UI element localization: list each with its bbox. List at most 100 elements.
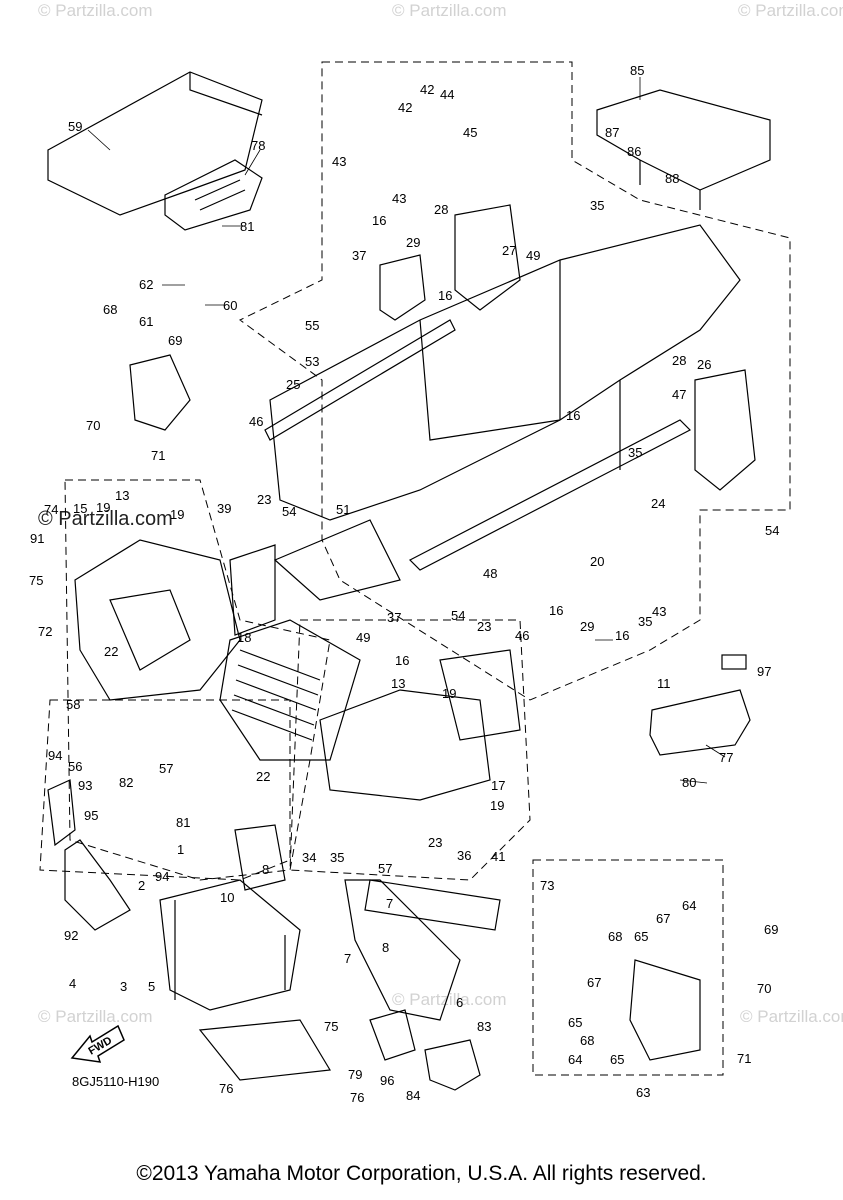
- leader-lines: [87, 77, 726, 784]
- part-21-exchanger: [219, 619, 361, 761]
- part-label: 96: [380, 1073, 394, 1088]
- part-label: 68: [103, 302, 117, 317]
- part-label: 22: [256, 769, 270, 784]
- part-label: 73: [540, 878, 554, 893]
- part-label: 81: [240, 219, 254, 234]
- part-38-plate: [439, 649, 521, 741]
- part-label: 35: [638, 614, 652, 629]
- part-75-skid: [198, 1019, 331, 1081]
- part-label: 6: [456, 995, 463, 1010]
- part-label: 13: [115, 488, 129, 503]
- part-label: 76: [350, 1090, 364, 1105]
- copyright-footer: ©2013 Yamaha Motor Corporation, U.S.A. A…: [136, 1162, 707, 1185]
- part-label: 75: [324, 1019, 338, 1034]
- part-label: 24: [651, 496, 665, 511]
- part-59-panel: [47, 71, 263, 216]
- part-label: 17: [491, 778, 505, 793]
- part-label: 45: [463, 125, 477, 140]
- part-label: 77: [719, 750, 733, 765]
- diagram-reference-code: 8GJ5110-H190: [72, 1074, 159, 1089]
- part-label: 47: [672, 387, 686, 402]
- upper-group-outline: [239, 61, 791, 701]
- watermark-top-left: © Partzilla.com: [38, 1, 153, 20]
- part-label: 92: [64, 928, 78, 943]
- part-50-plate: [273, 519, 401, 601]
- part-label: 84: [406, 1088, 420, 1103]
- part-label: 54: [765, 523, 779, 538]
- part-label: 43: [652, 604, 666, 619]
- watermark-bottom-mid: © Partzilla.com: [392, 990, 507, 1009]
- part-18-plate: [229, 544, 276, 636]
- part-label: 22: [104, 644, 118, 659]
- part-label: 23: [477, 619, 491, 634]
- part-label: 57: [159, 761, 173, 776]
- part-label: 48: [483, 566, 497, 581]
- part-label: 85: [630, 63, 644, 78]
- part-label: 43: [392, 191, 406, 206]
- part-84-cover: [424, 1039, 481, 1091]
- part-label: 7: [386, 896, 393, 911]
- part-label: 19: [442, 686, 456, 701]
- watermark-top-mid: © Partzilla.com: [392, 1, 507, 20]
- part-25-rail: [264, 319, 456, 441]
- part-label: 28: [434, 202, 448, 217]
- part-label: 63: [636, 1085, 650, 1100]
- part-label: 26: [697, 357, 711, 372]
- part-label: 65: [634, 929, 648, 944]
- part-1-frame: [159, 879, 301, 1011]
- part-label: 13: [391, 676, 405, 691]
- watermark-mid-left: © Partzilla.com: [38, 508, 173, 530]
- part-label: 46: [515, 628, 529, 643]
- part-label: 80: [682, 775, 696, 790]
- part-24-rail: [408, 419, 692, 571]
- part-label: 55: [305, 318, 319, 333]
- part-label: 67: [656, 911, 670, 926]
- tank-group-outline: [532, 859, 724, 1076]
- part-label: 4: [69, 976, 76, 991]
- part-label: 11: [657, 676, 671, 691]
- part-label: 94: [155, 869, 169, 884]
- part-label: 72: [38, 624, 52, 639]
- part-label: 2: [138, 878, 145, 893]
- part-label: 19: [490, 798, 504, 813]
- part-label: 16: [438, 288, 452, 303]
- part-labels: 42 44 42 45 43 43 28 16 29 27 49 37 35 1…: [29, 63, 779, 1105]
- part-label: 69: [168, 333, 182, 348]
- part-13-casting: [74, 539, 241, 701]
- group-outlines: [39, 61, 791, 1076]
- part-72-bracket: [129, 354, 191, 431]
- fwd-arrow-icon: FWD: [70, 1024, 125, 1063]
- part-label: 70: [757, 981, 771, 996]
- part-label: 8: [262, 862, 269, 877]
- part-80-vent: [164, 159, 263, 231]
- part-97-label: [721, 654, 747, 670]
- part-40-bar: [364, 879, 501, 931]
- part-label: 83: [477, 1019, 491, 1034]
- part-label: 35: [330, 850, 344, 865]
- part-79-vent: [649, 689, 751, 756]
- part-label: 82: [119, 775, 133, 790]
- part-label: 20: [590, 554, 604, 569]
- part-label: 34: [302, 850, 316, 865]
- part-label: 42: [420, 82, 434, 97]
- part-label: 97: [757, 664, 771, 679]
- part-63-tank: [629, 959, 701, 1061]
- part-label: 51: [336, 502, 350, 517]
- part-label: 68: [608, 929, 622, 944]
- part-label: 78: [251, 138, 265, 153]
- part-label: 35: [590, 198, 604, 213]
- part-label: 16: [372, 213, 386, 228]
- part-label: 28: [672, 353, 686, 368]
- part-label: 25: [286, 377, 300, 392]
- part-label: 95: [84, 808, 98, 823]
- part-label: 36: [457, 848, 471, 863]
- part-label: 10: [220, 890, 234, 905]
- part-29-plate: [454, 204, 521, 311]
- part-label: 23: [257, 492, 271, 507]
- part-label: 58: [66, 697, 80, 712]
- part-label: 94: [48, 748, 62, 763]
- part-label: 88: [665, 171, 679, 186]
- part-label: 74: [44, 502, 58, 517]
- part-label: 27: [502, 243, 516, 258]
